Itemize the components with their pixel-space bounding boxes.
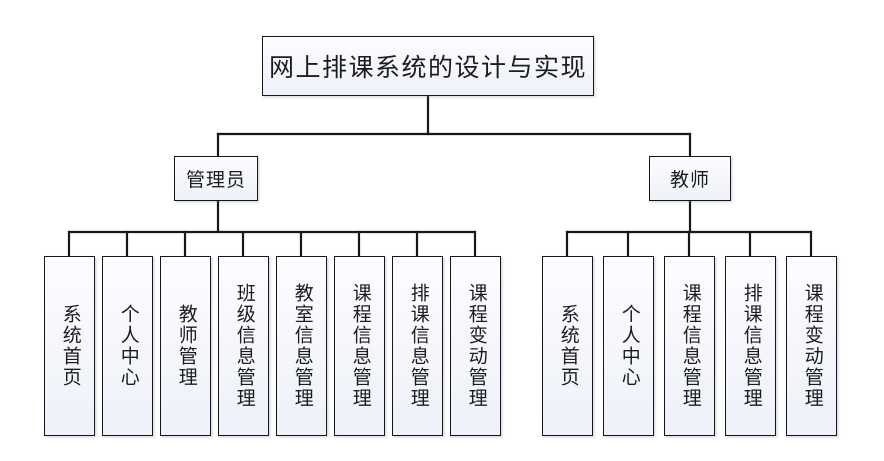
node-leaf-admin-3-label: 班级信息管理 bbox=[233, 283, 255, 409]
node-leaf-admin-2-label: 教师管理 bbox=[175, 304, 197, 388]
node-branch-admin[interactable]: 管理员 bbox=[174, 156, 258, 201]
node-leaf-teacher-1[interactable]: 个人中心 bbox=[603, 256, 654, 436]
node-leaf-teacher-3[interactable]: 排课信息管理 bbox=[725, 256, 776, 436]
node-leaf-teacher-1-label: 个人中心 bbox=[618, 304, 640, 388]
node-leaf-admin-0[interactable]: 系统首页 bbox=[44, 256, 95, 436]
node-leaf-admin-6[interactable]: 排课信息管理 bbox=[392, 256, 443, 436]
node-root-label: 网上排课系统的设计与实现 bbox=[268, 55, 587, 82]
node-leaf-admin-2[interactable]: 教师管理 bbox=[160, 256, 211, 436]
node-leaf-admin-5-label: 课程信息管理 bbox=[349, 283, 371, 409]
node-leaf-admin-4[interactable]: 教室信息管理 bbox=[276, 256, 327, 436]
node-branch-teacher[interactable]: 教师 bbox=[649, 156, 731, 201]
node-branch-teacher-label: 教师 bbox=[669, 170, 710, 191]
node-leaf-admin-4-label: 教室信息管理 bbox=[291, 283, 313, 409]
node-leaf-admin-1[interactable]: 个人中心 bbox=[102, 256, 153, 436]
node-leaf-admin-7[interactable]: 课程变动管理 bbox=[450, 256, 501, 436]
node-leaf-teacher-4[interactable]: 课程变动管理 bbox=[786, 256, 837, 436]
node-leaf-admin-1-label: 个人中心 bbox=[117, 304, 139, 388]
node-leaf-teacher-0-label: 系统首页 bbox=[557, 304, 579, 388]
node-leaf-teacher-2[interactable]: 课程信息管理 bbox=[664, 256, 715, 436]
node-leaf-admin-7-label: 课程变动管理 bbox=[465, 283, 487, 409]
node-leaf-teacher-2-label: 课程信息管理 bbox=[679, 283, 701, 409]
node-leaf-teacher-3-label: 排课信息管理 bbox=[740, 283, 762, 409]
node-leaf-admin-0-label: 系统首页 bbox=[59, 304, 81, 388]
node-branch-admin-label: 管理员 bbox=[185, 170, 246, 191]
node-leaf-admin-5[interactable]: 课程信息管理 bbox=[334, 256, 385, 436]
node-leaf-teacher-0[interactable]: 系统首页 bbox=[542, 256, 593, 436]
node-leaf-admin-6-label: 排课信息管理 bbox=[407, 283, 429, 409]
node-leaf-teacher-4-label: 课程变动管理 bbox=[801, 283, 823, 409]
node-leaf-admin-3[interactable]: 班级信息管理 bbox=[218, 256, 269, 436]
node-root-system-title[interactable]: 网上排课系统的设计与实现 bbox=[262, 36, 594, 96]
